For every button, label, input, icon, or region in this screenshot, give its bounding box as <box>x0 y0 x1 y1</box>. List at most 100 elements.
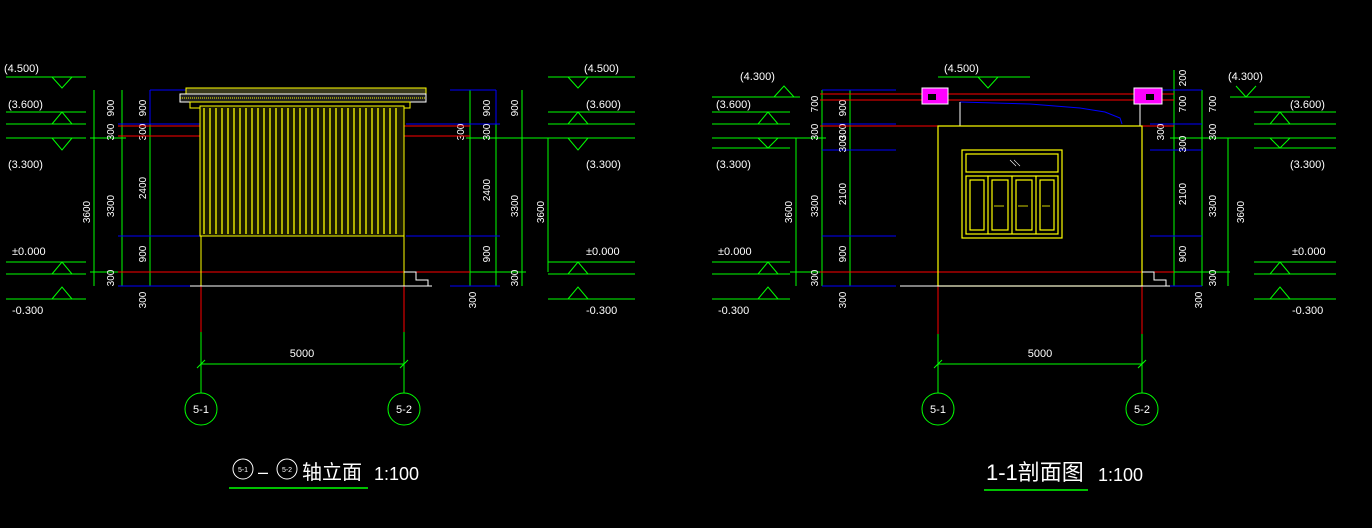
span-dimension-left <box>196 332 409 393</box>
elev-label-4500-s: (4.500) <box>944 63 979 75</box>
svg-text:700: 700 <box>1178 95 1189 112</box>
svg-text:3300: 3300 <box>810 194 821 217</box>
right-drawing-title: 1-1剖面图 1:100 <box>984 460 1143 491</box>
elev-label-0000-s: ±0.000 <box>718 246 752 258</box>
elev-label-3600-s: (3.600) <box>716 99 751 111</box>
elev-label-4300: (4.300) <box>740 71 775 83</box>
svg-text:2100: 2100 <box>1178 182 1189 205</box>
building-section <box>900 125 1170 287</box>
level-markers-left <box>6 76 635 300</box>
left-drawing-title: 5-1 – 5-2 轴立面 1:100 <box>229 458 419 489</box>
svg-text:3600: 3600 <box>82 200 93 223</box>
level-lines-left <box>6 76 635 300</box>
svg-text:5-1: 5-1 <box>193 404 209 416</box>
dimension-texts-left: 900 300 900 300 2400 900 300 3300 3600 3… <box>82 99 547 308</box>
svg-text:300: 300 <box>482 123 493 140</box>
elev-label-3300-sr: (3.300) <box>1290 159 1325 171</box>
elev-label-m0300-sr: -0.300 <box>1292 305 1323 317</box>
span-label-left: 5000 <box>290 348 314 360</box>
elev-label-4500-r: (4.500) <box>584 63 619 75</box>
level-lines-right <box>712 76 1336 300</box>
svg-text:700: 700 <box>810 95 821 112</box>
svg-text:700: 700 <box>1208 95 1219 112</box>
svg-text:2100: 2100 <box>838 182 849 205</box>
svg-text:3300: 3300 <box>510 194 521 217</box>
elev-label-0000: ±0.000 <box>12 246 46 258</box>
svg-text:3300: 3300 <box>1208 194 1219 217</box>
elev-label-4500: (4.500) <box>4 63 39 75</box>
axis-bubble-5-2-right: 5-2 <box>1125 392 1159 426</box>
window-elevation <box>961 149 1063 239</box>
parapet-blocks <box>921 87 1163 126</box>
svg-text:900: 900 <box>1178 245 1189 262</box>
svg-text:900: 900 <box>838 245 849 262</box>
axis-bubble-5-1-left: 5-1 <box>184 392 218 426</box>
blue-guides-left <box>118 89 500 287</box>
svg-text:200: 200 <box>1178 69 1189 86</box>
svg-text:900: 900 <box>138 245 149 262</box>
svg-text:300: 300 <box>510 269 521 286</box>
dimension-texts-right: 700 300 900 300 300 2100 900 300 3300 36… <box>784 69 1247 308</box>
span-dimension-right <box>933 334 1147 393</box>
svg-text:300: 300 <box>106 269 117 286</box>
svg-text:5-2: 5-2 <box>396 404 412 416</box>
svg-text:3300: 3300 <box>106 194 117 217</box>
svg-text:300: 300 <box>1208 123 1219 140</box>
elev-label-0000-r: ±0.000 <box>586 246 620 258</box>
svg-text:900: 900 <box>482 245 493 262</box>
svg-text:300: 300 <box>838 123 849 140</box>
elev-label-0000-sr: ±0.000 <box>1292 246 1326 258</box>
svg-text:900: 900 <box>106 99 117 116</box>
svg-text:900: 900 <box>510 99 521 116</box>
elev-label-m0300-r: -0.300 <box>586 305 617 317</box>
svg-text:1:100: 1:100 <box>374 464 419 484</box>
elev-label-3600-sr: (3.600) <box>1290 99 1325 111</box>
canopy-roof-left <box>179 87 427 109</box>
right-section-drawing: (4.300) (3.600) (3.300) ±0.000 -0.300 (4… <box>712 63 1336 491</box>
svg-text:3600: 3600 <box>1236 200 1247 223</box>
svg-text:–: – <box>258 462 268 482</box>
svg-text:轴立面: 轴立面 <box>302 461 362 484</box>
svg-text:5-1: 5-1 <box>238 467 248 474</box>
facade-screen-left <box>190 105 432 287</box>
svg-text:5-1: 5-1 <box>930 404 946 416</box>
svg-text:2400: 2400 <box>482 178 493 201</box>
svg-text:300: 300 <box>810 269 821 286</box>
svg-text:1-1剖面图: 1-1剖面图 <box>986 460 1084 485</box>
elev-label-4300-r: (4.300) <box>1228 71 1263 83</box>
red-level-lines-right <box>820 93 1174 334</box>
elev-label-3600: (3.600) <box>8 99 43 111</box>
svg-text:300: 300 <box>838 291 849 308</box>
svg-text:5-2: 5-2 <box>282 467 292 474</box>
elev-label-3300-s: (3.300) <box>716 159 751 171</box>
svg-text:900: 900 <box>482 99 493 116</box>
svg-text:300: 300 <box>468 291 479 308</box>
svg-text:900: 900 <box>838 99 849 116</box>
svg-text:300: 300 <box>1178 135 1189 152</box>
dimension-chains-right <box>790 70 1254 286</box>
elev-label-m0300-s: -0.300 <box>718 305 749 317</box>
axis-bubble-5-1-right: 5-1 <box>921 392 955 426</box>
svg-text:300: 300 <box>810 123 821 140</box>
svg-text:300: 300 <box>1194 291 1205 308</box>
svg-text:2400: 2400 <box>138 176 149 199</box>
svg-text:3600: 3600 <box>536 200 547 223</box>
elev-label-3300: (3.300) <box>8 159 43 171</box>
elev-label-3600-r: (3.600) <box>586 99 621 111</box>
svg-text:300: 300 <box>456 123 467 140</box>
svg-text:900: 900 <box>138 99 149 116</box>
elev-label-m0300: -0.300 <box>12 305 43 317</box>
svg-text:300: 300 <box>106 123 117 140</box>
blue-guides-right <box>822 89 1202 287</box>
span-label-right: 5000 <box>1028 348 1052 360</box>
svg-text:300: 300 <box>838 135 849 152</box>
svg-text:5-2: 5-2 <box>1134 404 1150 416</box>
svg-text:300: 300 <box>138 291 149 308</box>
svg-text:1:100: 1:100 <box>1098 465 1143 485</box>
svg-text:300: 300 <box>138 123 149 140</box>
left-elevation-drawing: (4.500) (3.600) (3.300) ±0.000 -0.300 (4… <box>4 63 635 489</box>
svg-text:300: 300 <box>1156 123 1167 140</box>
elev-label-3300-r: (3.300) <box>586 159 621 171</box>
svg-text:300: 300 <box>1208 269 1219 286</box>
